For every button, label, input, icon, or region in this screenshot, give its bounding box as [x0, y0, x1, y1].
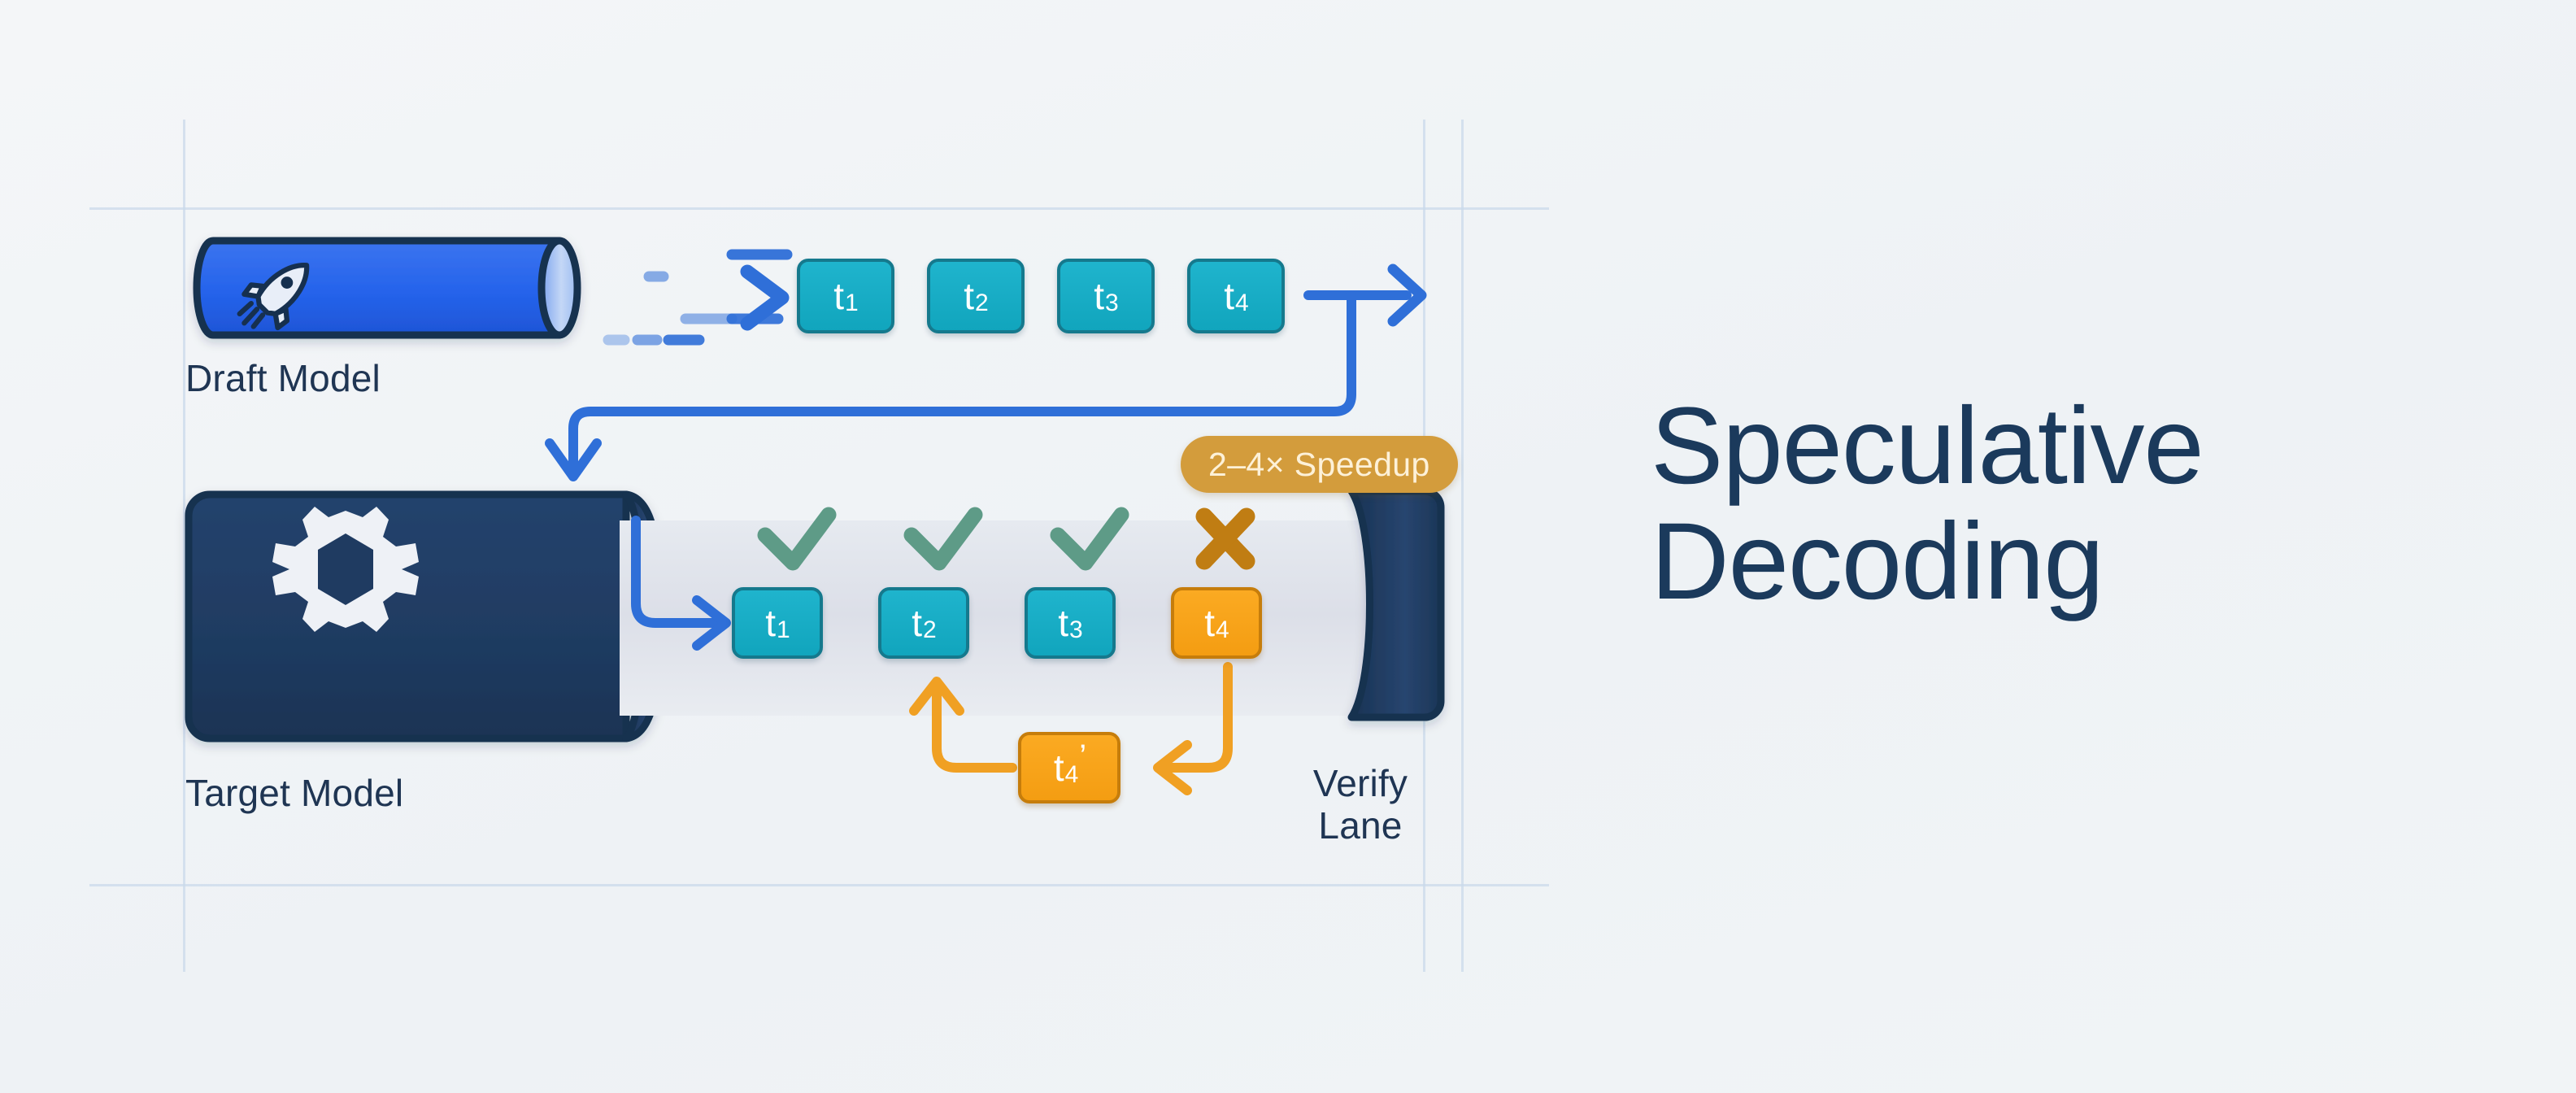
- draft-token-subscript: 4: [1235, 290, 1249, 316]
- correction-token-prime: ’: [1079, 738, 1087, 774]
- check-icon: [757, 507, 837, 571]
- guide-line-vertical-left: [183, 120, 185, 972]
- guide-line-vertical-right: [1461, 120, 1464, 972]
- guide-line-horizontal-top: [89, 207, 1549, 210]
- correction-feedback-arrows: [909, 662, 1233, 795]
- speedup-badge-label: 2–4× Speedup: [1208, 445, 1430, 483]
- check-icon: [1050, 507, 1129, 571]
- draft-token-label: t: [833, 275, 845, 317]
- verify-lane-label: Verify Lane: [1312, 762, 1408, 847]
- guide-line-horizontal-bot: [89, 884, 1549, 886]
- draft-model-label: Draft Model: [185, 357, 381, 399]
- target-model-cylinder: [185, 490, 664, 742]
- speed-streaks-icon: [603, 249, 798, 346]
- correction-token-subscript: 4: [1064, 761, 1079, 788]
- verify-token-label: t: [765, 602, 777, 644]
- draft-token-label: t: [964, 275, 975, 317]
- verify-token-subscript: 2: [923, 616, 937, 643]
- speedup-badge: 2–4× Speedup: [1181, 436, 1458, 493]
- draft-token-label: t: [1224, 275, 1235, 317]
- accept-check-icons: [757, 507, 1129, 571]
- verify-lane-band: [620, 520, 1381, 716]
- verify-token-label: t: [1058, 602, 1069, 644]
- verify-lane-input-arrow: [631, 516, 731, 651]
- cross-icon: [1195, 507, 1255, 570]
- check-icon: [903, 507, 983, 571]
- draft-token-subscript: 3: [1105, 290, 1119, 316]
- gear-icon: [272, 507, 419, 632]
- rocket-icon: [237, 263, 310, 331]
- draft-token-subscript: 2: [975, 290, 989, 316]
- correction-token-label: t: [1053, 747, 1064, 789]
- verify-token-label: t: [1204, 602, 1216, 644]
- verify-lane-end-cap: [1347, 487, 1445, 721]
- page-title: Speculative Decoding: [1651, 385, 2204, 623]
- verify-token-subscript: 3: [1069, 616, 1083, 643]
- draft-token-label: t: [1094, 275, 1105, 317]
- target-model-label: Target Model: [185, 772, 404, 814]
- draft-token-subscript: 1: [845, 290, 859, 316]
- draft-output-flow-path: [545, 263, 1427, 481]
- verify-token-label: t: [912, 602, 923, 644]
- verify-token-subscript: 4: [1216, 616, 1229, 643]
- verify-token-subscript: 1: [777, 616, 790, 643]
